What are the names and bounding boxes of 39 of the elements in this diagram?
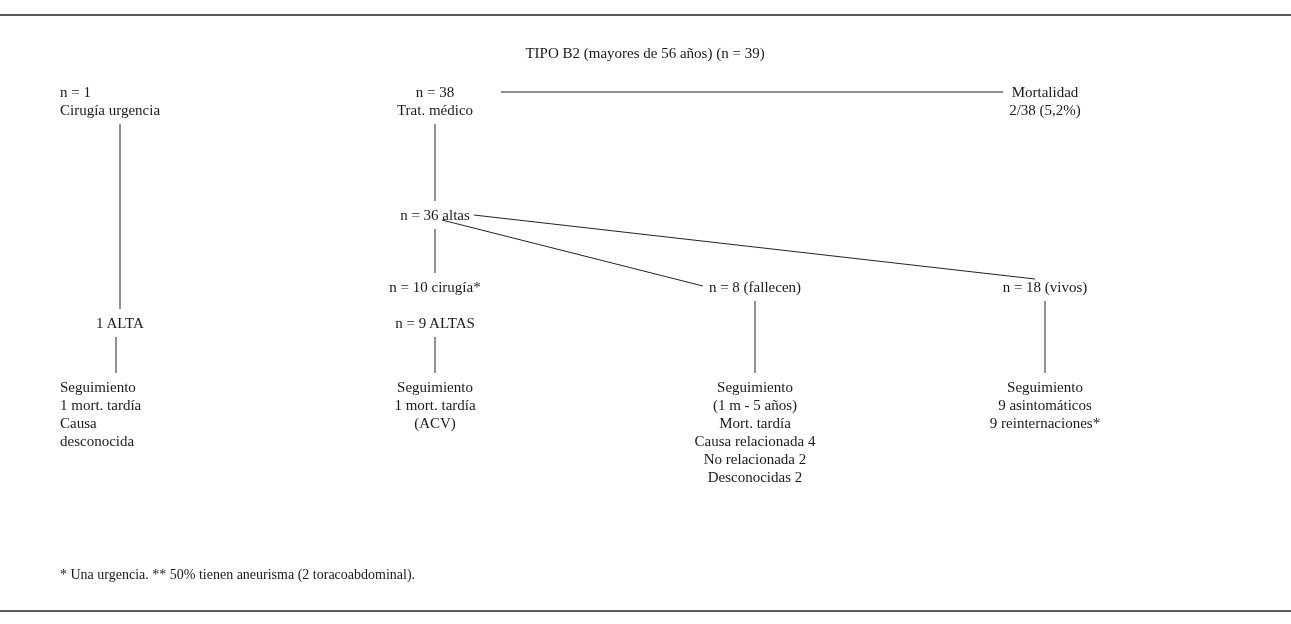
node-text: (1 m - 5 años) xyxy=(711,396,799,414)
connector-line xyxy=(434,228,436,274)
diagram-title: TIPO B2 (mayores de 56 años) (n = 39) xyxy=(525,44,765,62)
node-text: Seguimiento xyxy=(716,378,794,396)
node-text: n = 8 (fallecen) xyxy=(708,278,802,296)
footnote: * Una urgencia. ** 50% tienen aneurisma (2 toracoabdominal). xyxy=(60,566,416,584)
node-text: Cirugía urgencia xyxy=(60,101,161,119)
node-text: Seguimiento xyxy=(60,378,137,396)
node-text: Seguimiento xyxy=(396,378,474,396)
connector-line xyxy=(441,219,704,287)
node-text: 9 reinternaciones* xyxy=(989,414,1101,432)
node-text: n = 18 (vivos) xyxy=(1002,278,1088,296)
node-text: Seguimiento xyxy=(1006,378,1084,396)
node-text: Mortalidad xyxy=(1010,83,1080,101)
connector-line xyxy=(434,123,436,202)
node-text: 1 mort. tardía xyxy=(60,396,143,414)
node-text: Causa relacionada 4 xyxy=(694,432,816,450)
connector-line xyxy=(115,336,117,374)
connector-line xyxy=(754,300,756,374)
node-text: n = 9 ALTAS xyxy=(395,314,475,332)
connector-line xyxy=(434,336,436,374)
connector-line xyxy=(1044,300,1046,374)
node-text: No relacionada 2 xyxy=(702,450,808,468)
connector-line xyxy=(500,91,1004,93)
node-text: (ACV) xyxy=(413,414,457,432)
node-text: 2/38 (5,2%) xyxy=(1009,101,1081,119)
node-text: 1 ALTA xyxy=(96,314,144,332)
node-text: Mort. tardía xyxy=(718,414,792,432)
connector-line xyxy=(473,214,1036,280)
connector-line xyxy=(119,123,121,310)
node-text: Causa desconocida xyxy=(60,414,136,450)
node-text: 1 mort. tardía xyxy=(394,396,476,414)
node-text: Trat. médico xyxy=(396,101,474,119)
node-text: n = 36 altas xyxy=(400,206,470,224)
node-text: n = 1 xyxy=(60,83,92,101)
node-text: Desconocidas 2 xyxy=(706,468,804,486)
node-text: n = 10 cirugía* xyxy=(389,278,481,296)
node-text: 9 asintomáticos xyxy=(997,396,1093,414)
node-text: n = 38 xyxy=(414,83,456,101)
